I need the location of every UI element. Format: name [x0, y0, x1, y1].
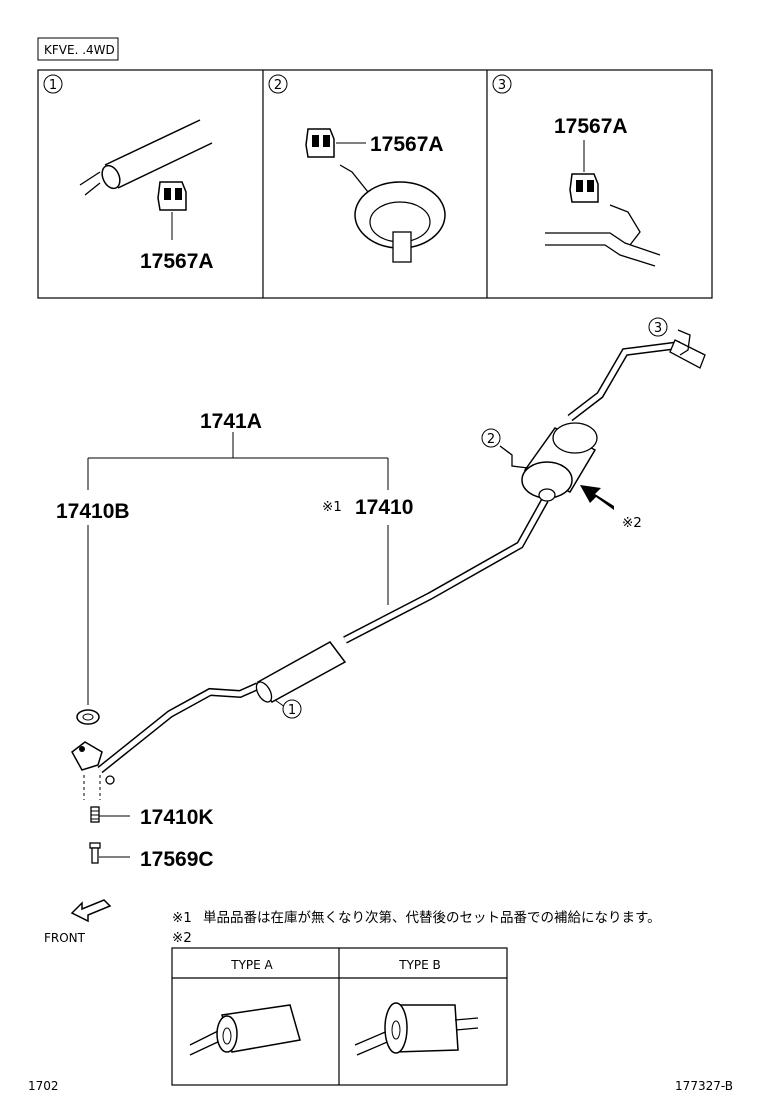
left-part: 17410B: [56, 500, 130, 523]
svg-text:3: 3: [654, 321, 662, 336]
assembly-bracket: [87, 432, 389, 705]
hanger-1-icon: [157, 181, 187, 211]
panel-1-part: 17567A: [140, 250, 214, 273]
type-b-muffler-icon: [354, 1002, 479, 1056]
note2-mark: ※2: [172, 930, 192, 946]
flange-icon: [71, 741, 103, 771]
type-a-muffler-icon: [189, 1004, 301, 1056]
detail-panel-3: 3 17567A: [492, 74, 661, 267]
main-muffler: [521, 422, 598, 502]
type-a-label: TYPE A: [230, 958, 273, 972]
type-table: TYPE A TYPE B: [171, 947, 508, 1086]
view-arrow-icon: ※2: [580, 485, 642, 531]
assembly-part: 1741A: [200, 410, 262, 433]
sub-muffler: [255, 641, 347, 703]
bolt-icon: [89, 842, 101, 849]
tail-pipe: [669, 339, 706, 369]
panel-1-index: 1: [49, 78, 57, 93]
bolt-part: 17569C: [140, 848, 214, 871]
gasket-part: 17410K: [140, 806, 214, 829]
footer-left: 1702: [28, 1079, 59, 1093]
panel-3-index: 3: [498, 78, 506, 93]
right-part: 17410: [355, 496, 413, 519]
hanger-3-icon: [569, 173, 599, 203]
exhaust-pipe: [97, 341, 681, 774]
panel-2-index: 2: [274, 78, 282, 93]
front-arrow-icon: FRONT: [44, 899, 112, 945]
front-flange: [71, 709, 130, 864]
front-label: FRONT: [44, 931, 86, 945]
callout-3: 3: [648, 317, 691, 356]
callout-2: 2: [481, 428, 529, 469]
svg-text:2: 2: [487, 432, 495, 447]
detail-panel-1: 1 17567A: [43, 74, 214, 273]
panel-2-part: 17567A: [370, 133, 444, 156]
note1-mark: ※1: [172, 910, 192, 926]
model-tag: KFVE. .4WD: [44, 43, 115, 57]
detail-panels: [37, 69, 713, 299]
view-mark: ※2: [622, 515, 642, 531]
svg-text:1: 1: [288, 703, 296, 718]
note1-text: 単品品番は在庫が無くなり次第、代替後のセット品番での補給になります。: [203, 909, 661, 926]
detail-panel-2: 2 17567A: [268, 74, 446, 263]
callout-1: 1: [274, 699, 302, 719]
panel-3-part: 17567A: [554, 115, 628, 138]
model-tag-box: [37, 37, 119, 61]
footer-right: 177327-B: [675, 1079, 733, 1093]
right-mark: ※1: [322, 499, 342, 515]
type-b-label: TYPE B: [398, 958, 441, 972]
hanger-2-icon: [305, 128, 335, 158]
